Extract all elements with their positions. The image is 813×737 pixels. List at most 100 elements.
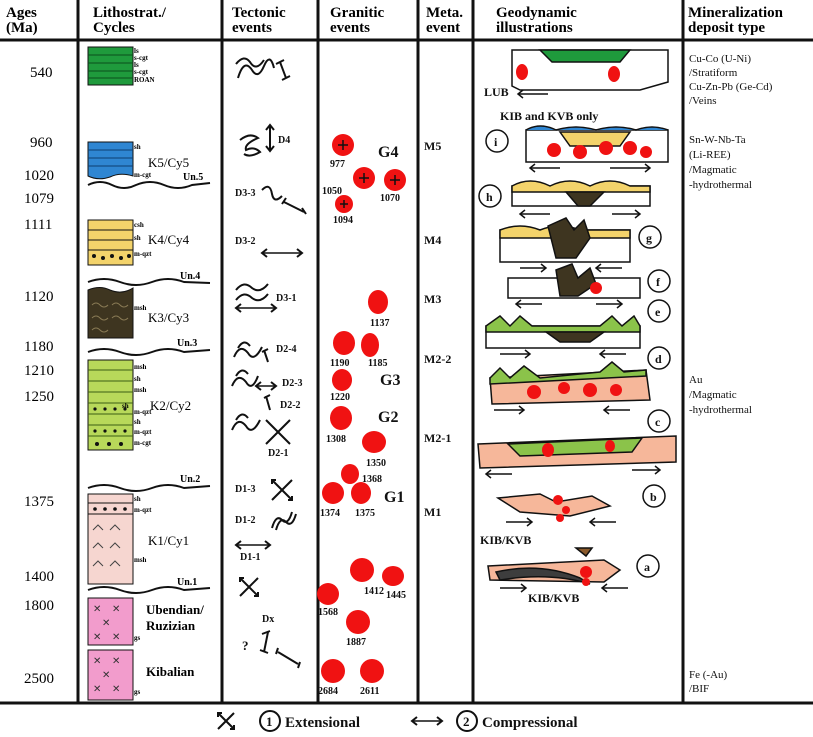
litho-column: ls s-cgt ls s-cgt ROAN sh m-cgt K5/Cy5 U… [88, 47, 210, 700]
granite-age: 2684 [318, 686, 338, 697]
svg-text:✕: ✕ [93, 656, 101, 667]
d12-label: D1-2 [235, 515, 256, 526]
header-tectonic: Tectonicevents [232, 5, 286, 36]
k5-block [88, 142, 133, 179]
granite-age: 1094 [333, 215, 353, 226]
granite-age: 1220 [330, 392, 350, 403]
d32-label: D3-2 [235, 236, 256, 247]
legend: 1 Extensional 2 Compressional [218, 711, 578, 731]
roan-label: ROAN [134, 76, 155, 84]
granite-body [330, 406, 352, 430]
legend-num: 2 [463, 714, 470, 729]
age-label: 1180 [24, 339, 53, 355]
granite-group: G3 [380, 372, 400, 389]
granite-age: 1412 [364, 586, 384, 597]
age-label: 1375 [24, 494, 54, 510]
meta-event: M5 [424, 139, 441, 153]
granite-age: 2611 [360, 686, 379, 697]
k2-label: m-qzt [134, 428, 152, 436]
fold-symbol [238, 59, 274, 78]
dx-label: Dx [262, 614, 274, 625]
age-label: 1120 [24, 289, 53, 305]
granite-body [362, 431, 386, 453]
mineral-line: /Stratiform [689, 67, 738, 79]
age-label: 1250 [24, 389, 54, 405]
age-label: 1210 [24, 363, 54, 379]
granite-age: 1050 [322, 186, 342, 197]
granite-body [360, 659, 384, 683]
lub-label: LUB [484, 85, 509, 99]
k4-label: m-qzt [134, 250, 152, 258]
granite-age: 1070 [380, 193, 400, 204]
k2-label: msh [134, 386, 147, 394]
meta-event: M2-1 [424, 431, 451, 445]
d23-label: D2-3 [282, 378, 303, 389]
stage-label: e [655, 305, 661, 319]
granite-group: G4 [378, 144, 398, 161]
unconformity-2 [88, 485, 210, 491]
kibalian-name: Kibalian [146, 664, 195, 679]
age-label: 1400 [24, 569, 54, 585]
geodynamic-column: LUB KIB and KVB only i h g f [478, 50, 676, 605]
granite-body [346, 610, 370, 634]
svg-text:✕: ✕ [93, 632, 101, 643]
age-label: 1800 [24, 598, 54, 614]
mineral-line: Cu-Zn-Pb (Ge-Cd) [689, 81, 773, 93]
granitic-column: 977 1050 1070 1094 1137 1190 1185 1220 1… [317, 134, 406, 697]
age-label: 1020 [24, 168, 54, 184]
mineral-line: Sn-W-Nb-Ta [689, 134, 746, 146]
age-label: 1079 [24, 191, 54, 207]
stage-label: h [486, 190, 493, 204]
meta-event: M4 [424, 233, 441, 247]
meta-event: M3 [424, 292, 441, 306]
header-mineral: Mineralizationdeposit type [688, 5, 784, 36]
k1-label: m-qzt [134, 506, 152, 514]
k2-name: K2/Cy2 [150, 398, 191, 413]
dx-question: ? [242, 638, 249, 653]
granite-body [351, 482, 371, 504]
granite-body [322, 482, 344, 504]
header-ages: Ages(Ma) [6, 5, 38, 36]
granite-body [382, 566, 404, 586]
granite-age: 1137 [370, 318, 389, 329]
d13-label: D1-3 [235, 484, 256, 495]
d33-label: D3-3 [235, 188, 256, 199]
k5-base-label: m-cgt [134, 171, 152, 179]
stage-label: g [646, 231, 652, 245]
k1-label: msh [134, 556, 147, 564]
k4-label: sh [134, 234, 141, 242]
stage-label: d [655, 352, 662, 366]
mineral-line: /Veins [689, 95, 717, 107]
granite-body [317, 583, 339, 605]
age-label: 1111 [24, 217, 52, 233]
d31-label: D3-1 [276, 293, 297, 304]
kib-kvb-label-2: KIB/KVB [528, 591, 579, 605]
granite-body [332, 369, 352, 391]
stage-label: b [650, 490, 657, 504]
svg-text:✕: ✕ [102, 670, 110, 681]
legend-num: 1 [266, 714, 273, 729]
mineral-line: /Magmatic [689, 389, 737, 401]
mineral-line: -hydrothermal [689, 404, 752, 416]
kibalian-gs: gs [134, 688, 141, 696]
granite-age: 1350 [366, 458, 386, 469]
svg-text:✕: ✕ [93, 684, 101, 695]
svg-text:✕: ✕ [102, 618, 110, 629]
tectonic-column: D4 D3-3 D3-2 D3-1 D2-4 D2-3 D2-2 D2-1 D1… [232, 58, 306, 668]
k3-label: msh [134, 304, 147, 312]
granite-age: 1445 [386, 590, 406, 601]
mineral-line: Cu-Co (U-Ni) [689, 53, 751, 65]
granite-body [341, 464, 359, 484]
k4-name: K4/Cy4 [148, 232, 190, 247]
mineral-line: -hydrothermal [689, 179, 752, 191]
d11-label: D1-1 [240, 552, 261, 563]
k4-block [88, 220, 133, 265]
header-litho: Lithostrat./Cycles [93, 5, 167, 36]
k5-cap-label: sh [134, 143, 141, 151]
k3-block [88, 288, 133, 339]
legend-compressional: Compressional [482, 715, 578, 731]
k5-name: K5/Cy5 [148, 155, 189, 170]
age-label: 540 [30, 65, 53, 81]
